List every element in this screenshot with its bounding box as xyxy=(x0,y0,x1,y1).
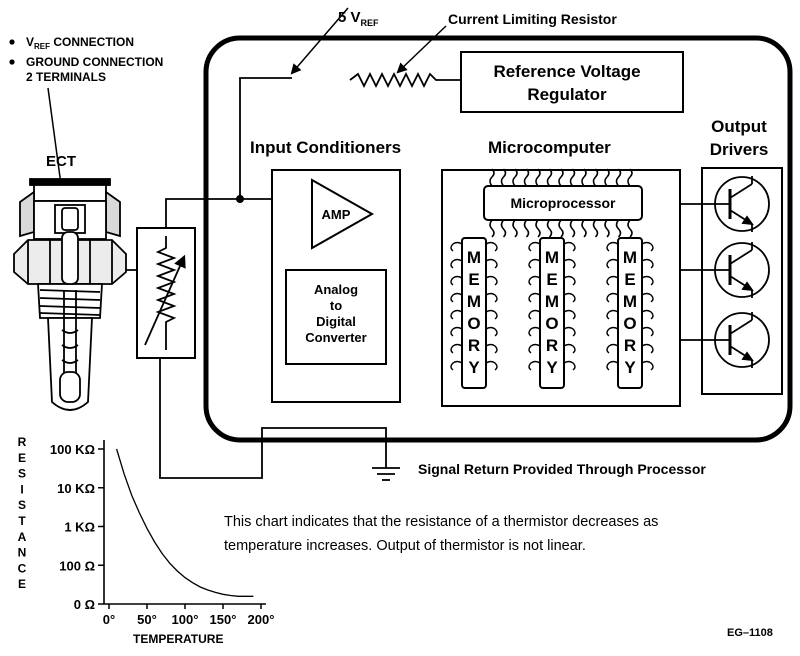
memory-letter: M xyxy=(545,292,559,311)
five-v-label: 5 VREF xyxy=(338,9,379,28)
chart-x-tick-label: 200° xyxy=(248,612,275,627)
wire-junction xyxy=(236,195,244,203)
microprocessor-label: Microprocessor xyxy=(510,195,616,211)
current-limiting-resistor-label: Current Limiting Resistor xyxy=(448,11,617,27)
vref-connection-label: VREF CONNECTION xyxy=(26,35,134,51)
memory-letter: E xyxy=(468,270,479,289)
note-line1: This chart indicates that the resistance… xyxy=(224,514,658,530)
chart-y-tick-label: 1 KΩ xyxy=(64,520,95,535)
amp-label: AMP xyxy=(322,207,351,222)
adc-label-line4: Converter xyxy=(305,330,366,345)
transistor-icon xyxy=(712,242,770,298)
amplifier-symbol xyxy=(311,178,375,250)
microprocessor-pins xyxy=(489,168,633,238)
chart-y-tick-label: 10 KΩ xyxy=(57,481,95,496)
chart-y-label-letter: R xyxy=(18,435,27,449)
memory-letter: M xyxy=(623,248,637,267)
chart-x-tick-label: 150° xyxy=(210,612,237,627)
microprocessor-chip xyxy=(483,185,643,221)
chart-y-label-letter: T xyxy=(18,514,26,528)
resistance-curve xyxy=(115,448,254,597)
memory-letter: M xyxy=(545,248,559,267)
memory-letter: E xyxy=(546,270,557,289)
memory-letter: O xyxy=(623,314,636,333)
adc-label-line2: to xyxy=(330,298,342,313)
chart-y-tick-label: 100 KΩ xyxy=(50,442,95,457)
input-conditioners-title: Input Conditioners xyxy=(250,138,401,157)
thermistor-resistor-symbol xyxy=(155,236,177,350)
chart-y-label-letter: A xyxy=(18,530,27,544)
chart-y-label-letter: I xyxy=(20,482,23,496)
figure-id: EG–1108 xyxy=(727,627,773,639)
ground-symbol xyxy=(372,467,400,481)
memory-letter: M xyxy=(623,292,637,311)
output-transistors xyxy=(712,176,770,368)
chart-x-tick-label: 50° xyxy=(137,612,157,627)
memory-letter: O xyxy=(545,314,558,333)
ect-sensor-illustration xyxy=(13,178,127,411)
memory-letter: M xyxy=(467,248,481,267)
adc-label-line3: Digital xyxy=(316,314,356,329)
chart-y-label-letter: E xyxy=(18,451,26,465)
transistor-icon xyxy=(712,312,770,368)
microcomputer-title: Microcomputer xyxy=(488,138,611,157)
thermistor-variable-arrow xyxy=(144,254,186,346)
ground-connection-label: GROUND CONNECTION xyxy=(26,55,163,69)
chart-x-tick-label: 100° xyxy=(172,612,199,627)
callout-ground-connection: GROUND CONNECTION 2 TERMINALS xyxy=(9,55,163,84)
callout-vref-connection: VREF CONNECTION xyxy=(9,35,134,51)
memory-letter: M xyxy=(467,292,481,311)
note-line2: temperature increases. Output of thermis… xyxy=(224,538,586,554)
output-drivers-block xyxy=(701,167,783,395)
transistor-icon xyxy=(712,176,770,232)
chart-y-tick-label: 100 Ω xyxy=(59,558,95,573)
driver-connections xyxy=(680,203,712,341)
adc-label-line1: Analog xyxy=(314,282,358,297)
chart-x-tick-label: 0° xyxy=(103,612,115,627)
memory-letter: R xyxy=(546,336,558,355)
memory-letter: E xyxy=(624,270,635,289)
regulator-label-line1: Reference Voltage xyxy=(493,62,640,81)
memory-letter: R xyxy=(624,336,636,355)
memory-letter: R xyxy=(468,336,480,355)
memory-letter: Y xyxy=(624,358,636,377)
reference-voltage-regulator xyxy=(460,51,684,113)
memory-letter: Y xyxy=(468,358,480,377)
output-drivers-title-line2: Drivers xyxy=(710,140,769,159)
chart-y-label-letter: S xyxy=(18,467,26,481)
adc-block xyxy=(285,269,387,365)
processor-box xyxy=(203,35,793,443)
ect-label: ECT xyxy=(46,153,76,170)
memory-letter: Y xyxy=(546,358,558,377)
chart-y-tick-label: 0 Ω xyxy=(74,597,95,612)
chart-y-label-letter: E xyxy=(18,577,26,591)
signal-return-label: Signal Return Provided Through Processor xyxy=(418,461,706,477)
ground-terminals-label: 2 TERMINALS xyxy=(26,70,106,84)
regulator-label-line2: Regulator xyxy=(527,85,607,104)
chart-x-label: TEMPERATURE xyxy=(133,632,223,646)
chart-y-label-letter: S xyxy=(18,498,26,512)
output-drivers-title-line1: Output xyxy=(711,117,767,136)
chart-y-label-letter: N xyxy=(18,546,27,560)
resistor-callout-arrow xyxy=(396,25,447,74)
chart-y-label-letter: C xyxy=(18,561,27,575)
memory-letter: O xyxy=(467,314,480,333)
